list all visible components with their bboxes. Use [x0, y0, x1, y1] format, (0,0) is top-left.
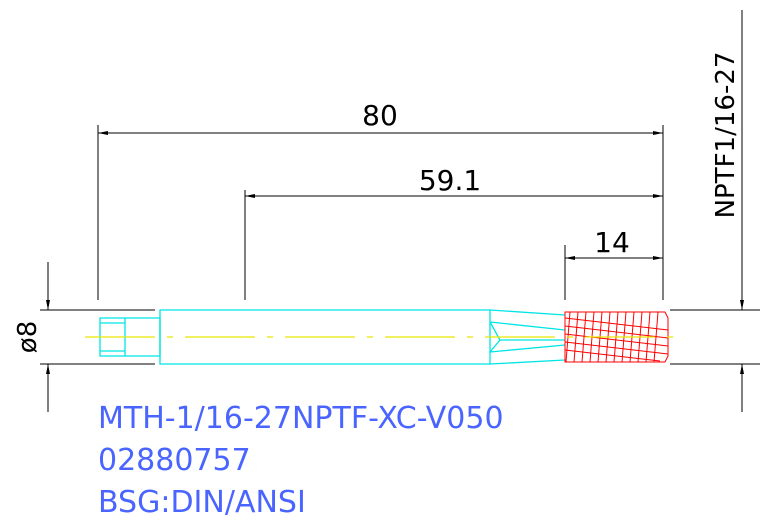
diameter-label: ø8: [13, 321, 43, 353]
dim-80-label: 80: [362, 99, 398, 132]
dimension-lines: [40, 10, 760, 412]
part-number: 02880757: [98, 443, 251, 478]
part-code: MTH-1/16-27NPTF-XC-V050: [98, 401, 504, 436]
dim-14-label: 14: [594, 226, 630, 259]
dim-59-label: 59.1: [419, 164, 481, 197]
tool-outline: [99, 309, 566, 365]
flute-section: [489, 309, 566, 365]
standard-note: BSG:DIN/ANSI: [98, 485, 306, 520]
thread-spec-label: NPTF1/16-27: [711, 52, 741, 219]
